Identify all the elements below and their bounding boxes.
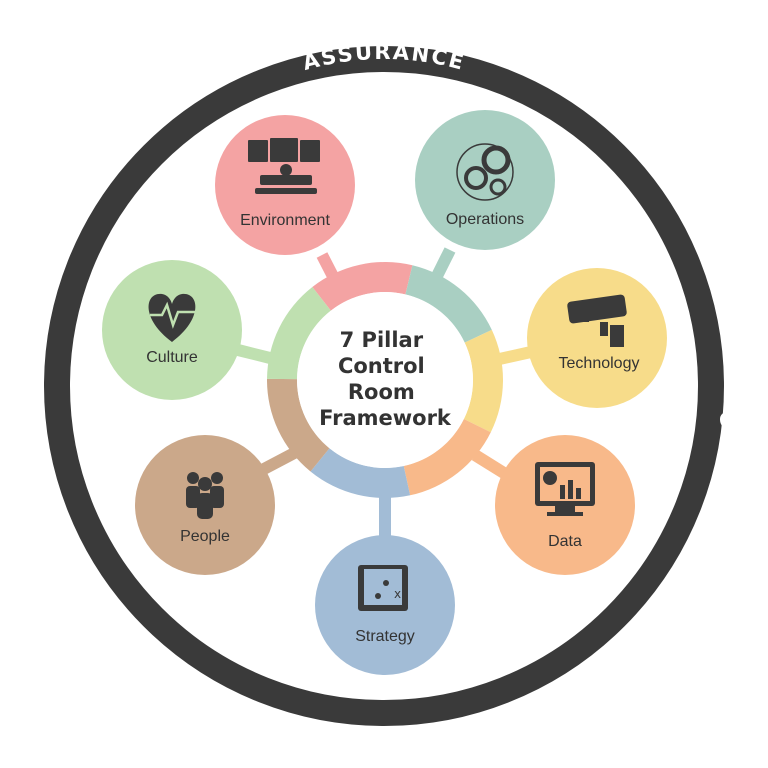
pillar-people[interactable]: People <box>135 435 275 575</box>
pillar-label-people: People <box>180 528 230 545</box>
center-ring-segment-operations <box>405 265 492 343</box>
pillar-label-data: Data <box>548 533 582 550</box>
svg-text:x: x <box>394 587 401 601</box>
pillar-environment[interactable]: Environment <box>215 115 355 255</box>
pillar-label-environment: Environment <box>240 212 330 229</box>
center-ring-segment-culture <box>267 287 331 380</box>
center-ring-segment-environment <box>312 262 413 311</box>
center-title-line-2: Control <box>338 354 425 378</box>
center-disc <box>297 292 473 468</box>
pillar-label-operations: Operations <box>446 211 524 228</box>
ring-label-left: RESILIENCE <box>7 304 40 467</box>
outer-ring <box>44 46 724 726</box>
gears-icon <box>456 143 514 201</box>
center-ring-segment-strategy <box>310 448 411 498</box>
pillar-strategy[interactable]: x Strategy <box>315 535 455 675</box>
heartbeat-icon <box>148 293 196 342</box>
people-group-icon <box>186 472 224 519</box>
center-ring <box>266 262 504 498</box>
control-room-icon <box>248 138 320 194</box>
cctv-camera-icon <box>567 294 627 347</box>
center-title-line-1: 7 Pillar <box>340 328 424 352</box>
pillar-culture[interactable]: Culture <box>102 260 242 400</box>
center-ring-segment-technology <box>463 329 504 433</box>
center-title: 7 Pillar Control Room Framework <box>319 328 452 430</box>
strategy-map-icon: x <box>358 565 408 611</box>
center-ring-segment-data <box>403 418 491 496</box>
center-title-line-3: Room <box>348 380 415 404</box>
pillar-technology[interactable]: Technology <box>527 268 667 408</box>
ring-label-right: CONTROL <box>714 409 744 541</box>
pillar-label-technology: Technology <box>559 355 640 372</box>
analytics-monitor-icon <box>535 462 595 516</box>
center-ring-segment-people <box>266 378 330 472</box>
pillar-label-strategy: Strategy <box>355 628 415 645</box>
center-title-line-4: Framework <box>319 406 452 430</box>
pillar-data[interactable]: Data <box>495 435 635 575</box>
pillar-label-culture: Culture <box>146 349 198 366</box>
pillar-operations[interactable]: Operations <box>415 110 555 250</box>
